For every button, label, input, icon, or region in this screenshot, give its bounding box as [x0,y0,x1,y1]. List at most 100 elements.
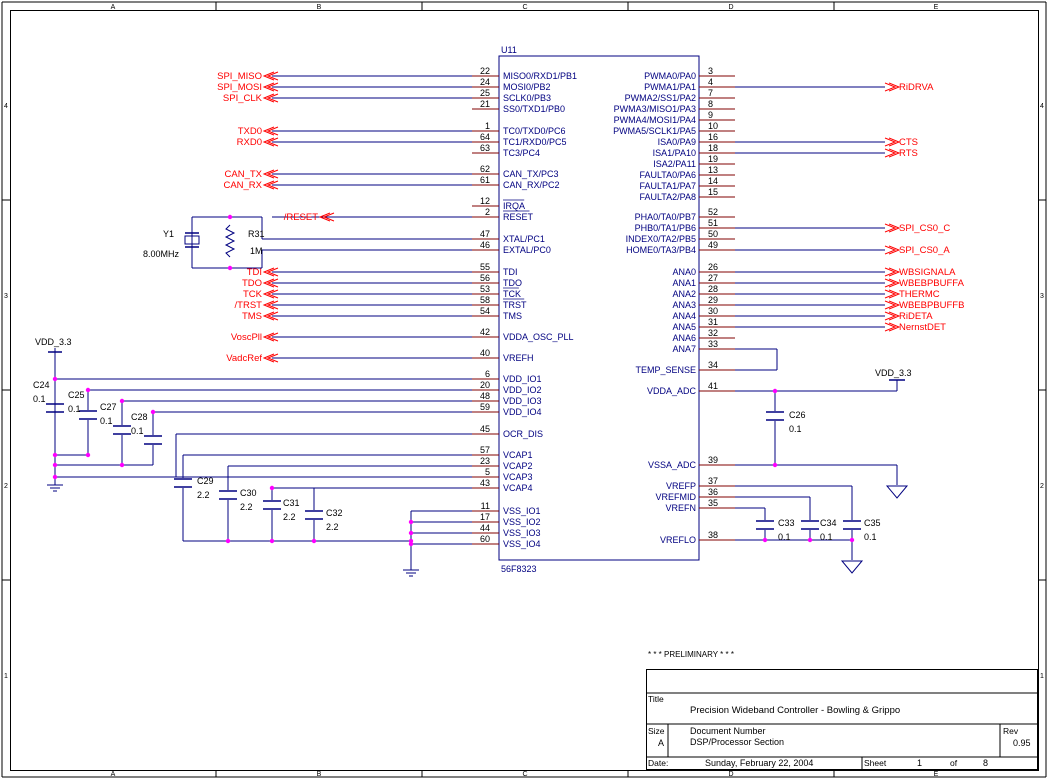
pin-number: 38 [708,530,718,540]
pin-number: 57 [480,445,490,455]
junction-dot [52,452,58,458]
net-arrow [262,180,279,190]
pin-number: 10 [708,121,718,131]
pin-name: VCAP2 [503,461,533,471]
pin-name: ANA2 [672,289,696,299]
net-label: CTS [899,137,918,148]
net-label: SPI_MOSI [217,82,262,93]
component-ref: C30 [240,488,257,498]
row-marker: 1 [4,673,8,680]
component-ref: C25 [68,390,85,400]
junction-dot [52,474,58,480]
junction-dot [762,537,768,543]
pin-name: PHB0/TA1/PB6 [635,223,696,233]
pin-name: VSS_IO2 [503,517,541,527]
junction-dot [52,462,58,468]
junction-dot [119,462,125,468]
row-marker: 3 [4,293,8,300]
component-ref: C33 [778,518,795,528]
pin-number: 44 [480,523,490,533]
net-arrow [884,278,901,288]
docnum-label: Document Number [690,726,766,736]
pin-name: TC1/RXD0/PC5 [503,137,567,147]
net-label: NernstDET [899,322,946,333]
pin-number: 53 [480,284,490,294]
junction-dot [119,398,125,404]
docnum-value: DSP/Processor Section [690,737,784,747]
pin-name: TEMP_SENSE [635,365,696,375]
pin-number: 19 [708,154,718,164]
pin-number: 2 [485,207,490,217]
junction-dot [772,388,778,394]
pin-number: 25 [480,88,490,98]
component-ref: R31 [248,229,265,239]
pin-number: 7 [708,88,713,98]
column-marker: A [111,771,116,778]
pin-name: FAULTA1/PA7 [639,181,696,191]
net-arrow [884,82,901,92]
pin-name: VSSA_ADC [648,460,697,470]
pin-number: 41 [708,381,718,391]
net-arrow [262,278,279,288]
pin-number: 49 [708,240,718,250]
pin-name: ANA1 [672,278,696,288]
pin-number: 12 [480,196,490,206]
pin-name: VDD_IO1 [503,374,542,384]
net-arrow [262,332,279,342]
column-marker: C [522,771,527,778]
pin-name: MISO0/RXD1/PB1 [503,71,577,81]
sheet-label: Sheet [864,758,887,768]
pin-name: XTAL/PC1 [503,234,545,244]
size-value: A [658,738,664,748]
component-value: 0.1 [33,394,46,404]
pin-number: 61 [480,175,490,185]
pin-name: ANA0 [672,267,696,277]
pin-number: 64 [480,132,490,142]
pin-number: 62 [480,164,490,174]
net-arrow [884,311,901,321]
pin-name: VDD_IO4 [503,407,542,417]
ic-part: 56F8323 [501,564,537,574]
title-label: Title [648,694,664,704]
pin-name: TC3/PC4 [503,148,540,158]
junction-dot [408,519,414,525]
pin-name: INDEX0/TA2/PB5 [626,234,696,244]
component-value: 0.1 [778,532,791,542]
pin-number: 32 [708,328,718,338]
pin-name: VDDA_OSC_PLL [503,332,574,342]
junction-dot [807,537,813,543]
pin-name: VREFMID [656,492,697,502]
net-arrow [884,322,901,332]
wires [52,75,898,565]
net-label: VadcRef [226,353,262,364]
column-marker: D [728,4,733,11]
pin-number: 5 [485,467,490,477]
junction-dot [408,538,414,544]
junction-dot [85,387,91,393]
resistor-body [224,224,236,258]
net-label: RTS [899,148,918,159]
junction-dot [269,485,275,491]
analog-ground-icon [840,560,864,574]
pin-name: TMS [503,311,522,321]
pin-number: 39 [708,455,718,465]
pin-name: ANA6 [672,333,696,343]
pin-number: 3 [708,66,713,76]
component-ref: C29 [197,476,214,486]
net-label: THERMC [899,289,940,300]
net-arrow [884,267,901,277]
net-label: VoscPll [231,332,262,343]
junction-dot [85,452,91,458]
net-label: /TRST [235,300,263,311]
pin-name: TDI [503,267,518,277]
size-label: Size [648,726,665,736]
net-arrow [262,82,279,92]
component-value: 2.2 [240,502,253,512]
column-marker: E [934,771,939,778]
pin-number: 27 [708,273,718,283]
pin-name: PWMA1/PA1 [644,82,696,92]
document-title: Precision Wideband Controller - Bowling … [690,705,900,716]
